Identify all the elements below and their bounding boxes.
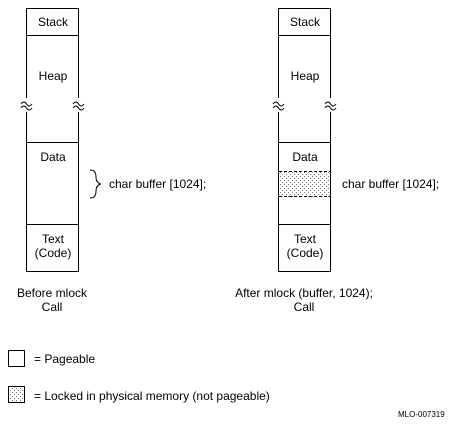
after-stack-label: Stack xyxy=(289,15,320,29)
before-buffer-annotation: char buffer [1024]; xyxy=(109,177,207,191)
before-column-outline xyxy=(26,8,79,272)
after-caption-line1: After mlock (buffer, 1024); xyxy=(235,286,373,300)
after-caption-line2: Call xyxy=(293,300,315,314)
after-data-label: Data xyxy=(292,150,318,164)
legend-pageable-swatch xyxy=(8,350,25,367)
legend-locked-label: = Locked in physical memory (not pageabl… xyxy=(34,389,270,403)
after-buffer-annotation: char buffer [1024]; xyxy=(342,177,440,191)
after-text-label-line1: Text xyxy=(293,232,316,246)
figure-id: MLO-007319 xyxy=(398,410,445,419)
after-locked-buffer-region xyxy=(279,171,330,197)
legend-locked-swatch xyxy=(8,386,25,403)
after-memory-column xyxy=(278,8,331,272)
before-text-label-line1: Text xyxy=(41,232,64,246)
after-heap-label: Heap xyxy=(290,69,320,83)
after-text-label-line2: (Code) xyxy=(286,246,324,260)
before-caption-line1: Before mlock xyxy=(16,286,88,300)
before-text-label-line2: (Code) xyxy=(34,246,72,260)
before-data-label: Data xyxy=(40,150,66,164)
legend-pageable-label: = Pageable xyxy=(34,352,96,366)
before-caption-line2: Call xyxy=(41,300,63,314)
before-break-marks xyxy=(20,98,85,112)
before-heap-label: Heap xyxy=(38,69,68,83)
before-memory-column xyxy=(26,8,79,272)
after-break-marks xyxy=(272,98,337,112)
before-stack-label: Stack xyxy=(37,15,68,29)
after-column-outline xyxy=(278,8,331,272)
before-brace xyxy=(89,169,102,199)
